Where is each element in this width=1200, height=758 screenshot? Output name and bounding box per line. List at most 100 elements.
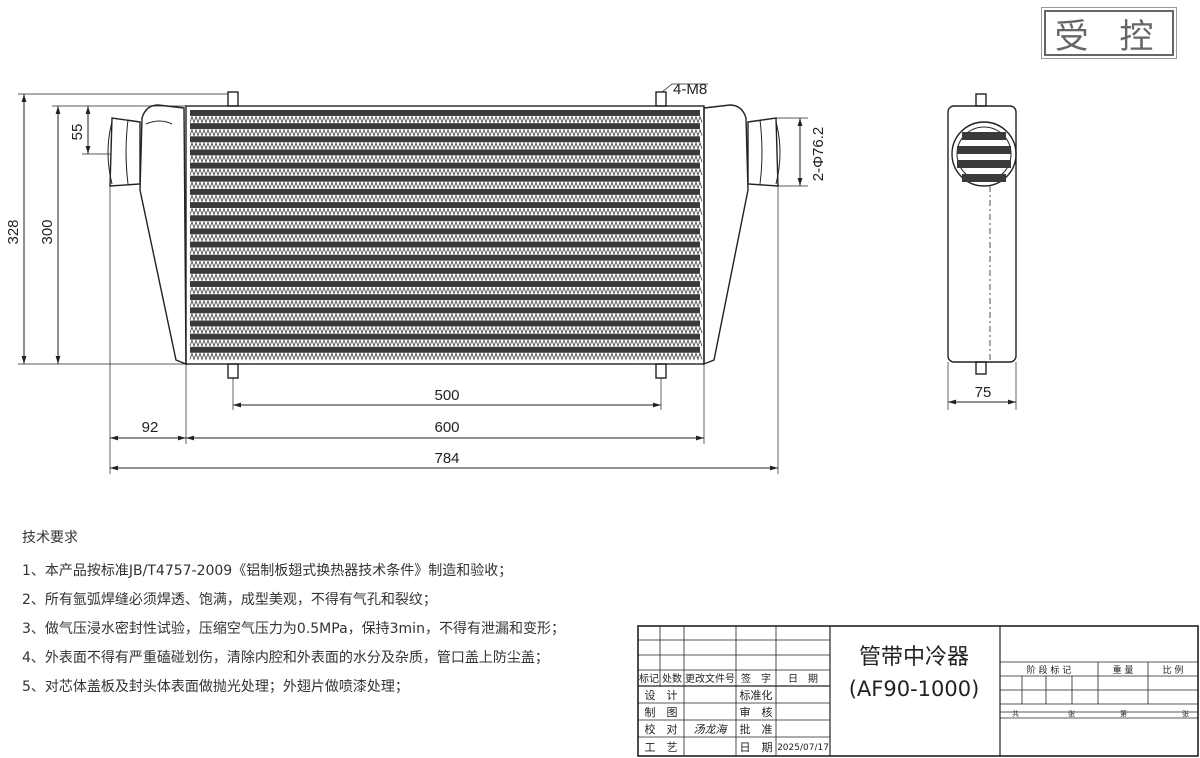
core-tube [190, 333, 700, 340]
mount-stud [655, 91, 667, 107]
row-standard-label: 标准化 [740, 688, 773, 702]
dim-784-label: 784 [434, 450, 459, 467]
side-pipe-circle [951, 121, 1017, 187]
core-tube [190, 136, 700, 143]
dim-92-label: 92 [142, 419, 159, 436]
dim-bolts-label: 4-M8 [673, 81, 707, 98]
row-date-label: 日 期 [740, 741, 773, 754]
dim-328-label: 328 [5, 219, 22, 244]
core-tube [190, 149, 700, 156]
core-fin [189, 286, 703, 295]
core-tube [190, 267, 700, 274]
note-item-1: 1、本产品按标准JB/T4757-2009《铝制板翅式换热器技术条件》制造和验收… [22, 563, 513, 579]
core-fin [189, 220, 703, 230]
sheet-no-unit: 张 [1182, 709, 1189, 718]
core-fin [189, 312, 703, 322]
core-fin [189, 154, 703, 164]
side-fin [962, 174, 1006, 182]
note-item-5: 5、对芯体盖板及封头体表面做抛光处理；外翅片做喷漆处理； [22, 679, 409, 695]
right-outlet-pipe [747, 117, 779, 187]
core-fin [189, 246, 703, 256]
left-end-tank [139, 104, 187, 366]
title-block [637, 625, 1199, 757]
mount-stud [227, 91, 239, 107]
core-tubes [189, 110, 703, 361]
core-tube [190, 202, 700, 209]
dim-300-label: 300 [39, 219, 56, 244]
side-fin [957, 146, 1011, 154]
core-tube [190, 215, 700, 222]
core-fin [189, 141, 703, 151]
core-tube [190, 307, 700, 314]
note-item-2: 2、所有氩弧焊缝必须焊透、饱满，成型美观，不得有气孔和裂纹； [22, 592, 437, 608]
core-fin [189, 299, 703, 308]
technical-requirements: 技术要求 1、本产品按标准JB/T4757-2009《铝制板翅式换热器技术条件》… [22, 527, 622, 702]
core-fin [189, 181, 703, 190]
side-fin [962, 132, 1006, 140]
sheet-total-unit: 张 [1068, 709, 1075, 718]
core-fin [189, 194, 703, 203]
core-fin [189, 115, 703, 124]
weight-header: 重 量 [1113, 664, 1134, 676]
core-fin [189, 233, 703, 243]
sheet-total-label: 共 [1012, 709, 1019, 718]
mount-stud [227, 363, 239, 379]
core-fin [189, 352, 703, 361]
core-tube [190, 123, 700, 130]
core-tube [190, 320, 700, 327]
core-tube [190, 294, 700, 301]
side-outline [947, 105, 1017, 363]
mount-stud [655, 363, 667, 379]
row-review-label: 审 核 [740, 705, 773, 719]
dimension-lines [18, 83, 1017, 474]
drawing-name: 管带中冷器 [859, 645, 969, 670]
side-top-stud [975, 93, 987, 107]
dim-55-label: 55 [69, 124, 86, 141]
dim-75-label: 75 [975, 384, 992, 401]
scale-header: 比 例 [1163, 664, 1184, 676]
dim-500-label: 500 [434, 387, 459, 404]
drawing-model: (AF90-1000) [849, 677, 980, 701]
core-tube [190, 110, 700, 116]
note-item-4: 4、外表面不得有严重磕碰划伤，清除内腔和外表面的水分及杂质，管口盖上防尘盖； [22, 650, 549, 666]
core-tube [190, 228, 700, 235]
core-frame [185, 105, 705, 365]
stage-mark-header: 阶 段 标 记 [1027, 664, 1072, 676]
controlled-stamp: 受 控 [1041, 7, 1177, 59]
dim-600-label: 600 [434, 419, 459, 436]
row-check-label: 校 对 [645, 722, 678, 736]
side-fin [957, 160, 1011, 168]
core-fin [189, 339, 703, 348]
core-tube [190, 241, 700, 248]
side-pipe-fins [957, 132, 1011, 182]
core-fin [189, 325, 703, 335]
rev-header-sign: 签 字 [741, 672, 771, 685]
core-fin [189, 128, 703, 137]
side-view [947, 93, 1017, 375]
core-tube [190, 188, 700, 195]
core-fin [189, 167, 703, 177]
sheet-no-label: 第 [1120, 709, 1127, 718]
rev-header-docno: 更改文件号 [685, 672, 735, 685]
row-design-label: 设 计 [645, 689, 678, 702]
core-tube [190, 162, 700, 169]
rev-header-date: 日 期 [788, 673, 818, 685]
core-tube [190, 254, 700, 261]
row-check-signature: 汤龙海 [694, 723, 729, 736]
core-tube [190, 281, 700, 287]
notes-title: 技术要求 [22, 530, 78, 546]
core-tube [190, 175, 700, 182]
rev-header-count: 处数 [662, 672, 682, 685]
left-inlet-pipe [109, 117, 141, 187]
core-fin [189, 260, 703, 269]
core-tube [190, 346, 700, 353]
rev-header-mark: 标记 [639, 673, 659, 685]
row-draw-label: 制 图 [645, 706, 678, 719]
right-end-tank [703, 104, 749, 366]
core-fin [189, 207, 703, 216]
dimension-labels: 328 300 55 2-Φ76.2 4-M8 500 92 600 784 7… [5, 81, 991, 467]
core-fin [189, 273, 703, 282]
dim-pipe-dia-label: 2-Φ76.2 [810, 127, 827, 182]
title-block-text: 管带中冷器 (AF90-1000) 标记 处数 更改文件号 签 字 日 期 设 … [639, 645, 1189, 754]
